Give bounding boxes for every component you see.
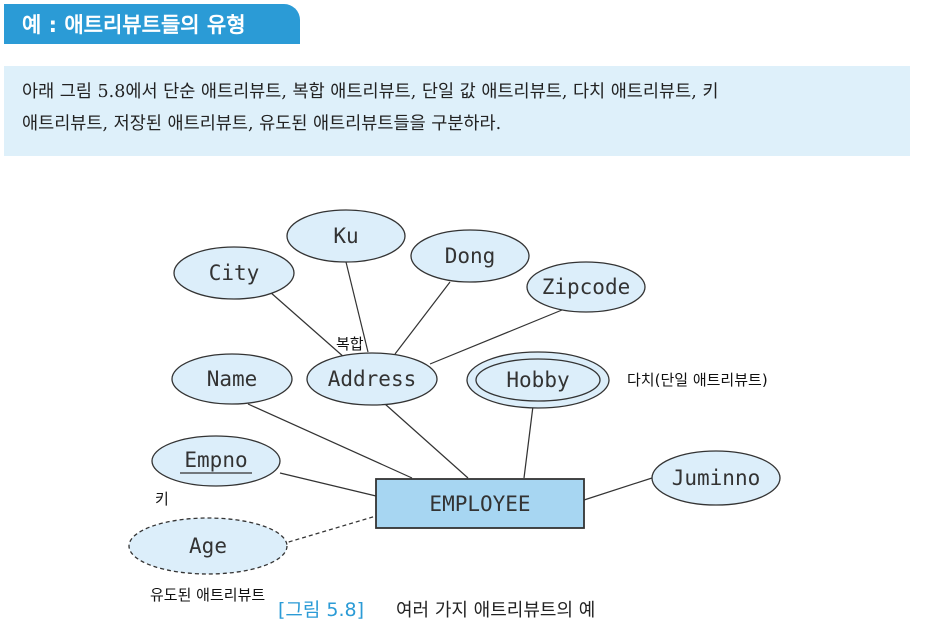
label-dong: Dong — [445, 244, 496, 268]
ellipse-age — [128, 517, 288, 575]
note-key: 키 — [155, 490, 169, 508]
line-age-employee — [281, 515, 377, 545]
entity-box — [375, 478, 585, 529]
label-ku: Ku — [333, 224, 358, 248]
label-juminno: Juminno — [672, 466, 761, 490]
attribute-name: Name — [171, 353, 293, 405]
line-name-employee — [247, 403, 413, 479]
note-multivalued: 다치(단일 애트리뷰트) — [627, 371, 768, 389]
attribute-ku: Ku — [286, 209, 406, 263]
line-address-employee — [384, 403, 469, 479]
label-empno: Empno — [184, 448, 247, 472]
ellipse-city — [173, 246, 295, 300]
attribute-address: Address — [306, 352, 438, 406]
label-hobby: Hobby — [506, 368, 569, 392]
attribute-juminno: Juminno — [651, 450, 781, 506]
ellipse-ku — [286, 209, 406, 263]
label-employee: EMPLOYEE — [429, 492, 530, 516]
ellipse-hobby-inner — [475, 358, 601, 402]
ellipse-zipcode — [526, 261, 646, 313]
caption-number: [그림 5.8] — [278, 599, 364, 621]
caption-text: 여러 가지 애트리뷰트의 예 — [396, 600, 595, 621]
description-line-2: 애트리뷰트, 저장된 애트리뷰트, 유도된 애트리뷰트들을 구분하라. — [22, 114, 502, 134]
attribute-dong: Dong — [410, 229, 530, 283]
ellipse-name — [171, 353, 293, 405]
line-dong-address — [394, 281, 451, 355]
note-derived: 유도된 애트리뷰트 — [150, 586, 265, 604]
label-address: Address — [328, 367, 417, 391]
connectors — [247, 261, 653, 545]
ellipse-dong — [410, 229, 530, 283]
ellipse-juminno — [651, 450, 781, 506]
entity-employee: EMPLOYEE — [375, 478, 585, 529]
description-box: 아래 그림 5.8에서 단순 애트리뷰트, 복합 애트리뷰트, 단일 값 애트리… — [4, 66, 910, 156]
section-title: 예 : 애트리뷰트들의 유형 — [22, 13, 246, 37]
description-line-1: 아래 그림 5.8에서 단순 애트리뷰트, 복합 애트리뷰트, 단일 값 애트리… — [22, 82, 719, 102]
line-ku-address — [345, 261, 369, 353]
attribute-age: Age — [128, 517, 288, 575]
line-empno-employee — [279, 472, 377, 497]
ellipse-address — [306, 352, 438, 406]
attribute-zipcode: Zipcode — [526, 261, 646, 313]
section-header: 예 : 애트리뷰트들의 유형 — [4, 4, 300, 44]
attribute-city: City — [173, 246, 295, 300]
attribute-hobby: Hobby — [466, 351, 610, 409]
line-city-address — [269, 291, 346, 359]
attribute-empno: Empno — [151, 435, 281, 487]
label-name: Name — [207, 367, 258, 391]
note-composite: 복합 — [336, 335, 364, 353]
label-age: Age — [189, 534, 227, 558]
label-city: City — [209, 261, 260, 285]
line-hobby-employee — [523, 405, 534, 479]
line-zipcode-address — [429, 309, 563, 365]
label-zipcode: Zipcode — [542, 275, 631, 299]
line-juminno-employee — [583, 477, 653, 501]
